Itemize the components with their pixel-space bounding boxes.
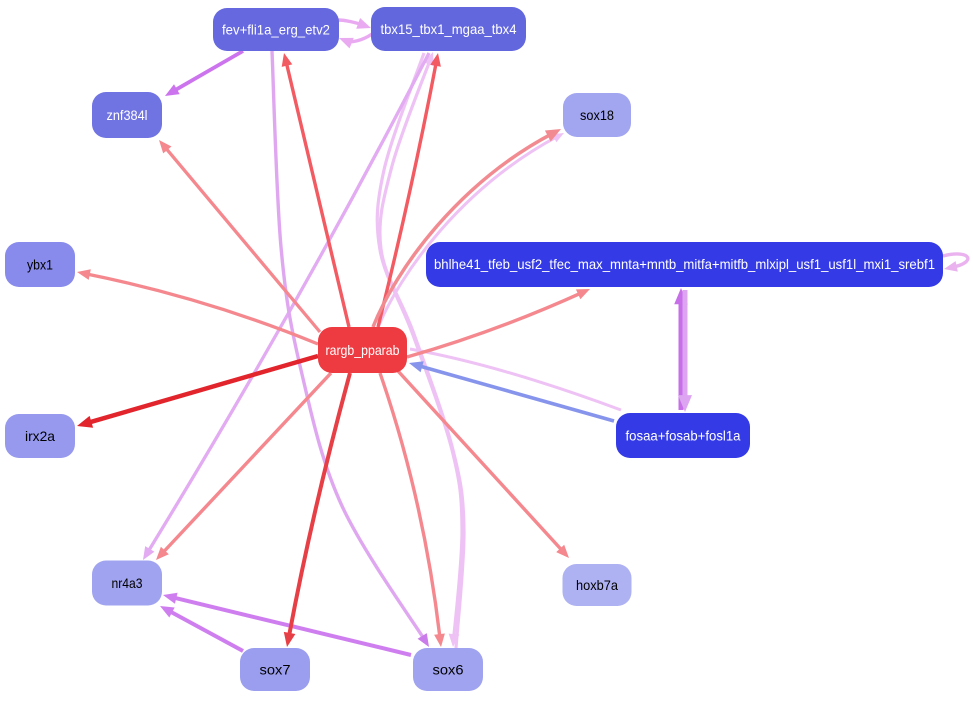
svg-text:bhlhe41_tfeb_usf2_tfec_max_mnt: bhlhe41_tfeb_usf2_tfec_max_mnta+mntb_mit… (434, 256, 935, 272)
svg-text:hoxb7a: hoxb7a (576, 577, 618, 593)
svg-text:sox18: sox18 (580, 107, 614, 123)
svg-text:tbx15_tbx1_mgaa_tbx4: tbx15_tbx1_mgaa_tbx4 (381, 21, 517, 37)
svg-text:irx2a: irx2a (25, 428, 55, 444)
svg-text:ybx1: ybx1 (27, 257, 53, 273)
svg-text:fosaa+fosab+fosl1a: fosaa+fosab+fosl1a (626, 428, 741, 444)
svg-text:znf384l: znf384l (107, 107, 148, 123)
svg-text:sox7: sox7 (260, 662, 291, 678)
svg-text:fev+fli1a_erg_etv2: fev+fli1a_erg_etv2 (222, 22, 330, 38)
svg-text:sox6: sox6 (433, 662, 464, 678)
svg-text:rargb_pparab: rargb_pparab (326, 342, 400, 358)
svg-text:nr4a3: nr4a3 (112, 575, 143, 591)
